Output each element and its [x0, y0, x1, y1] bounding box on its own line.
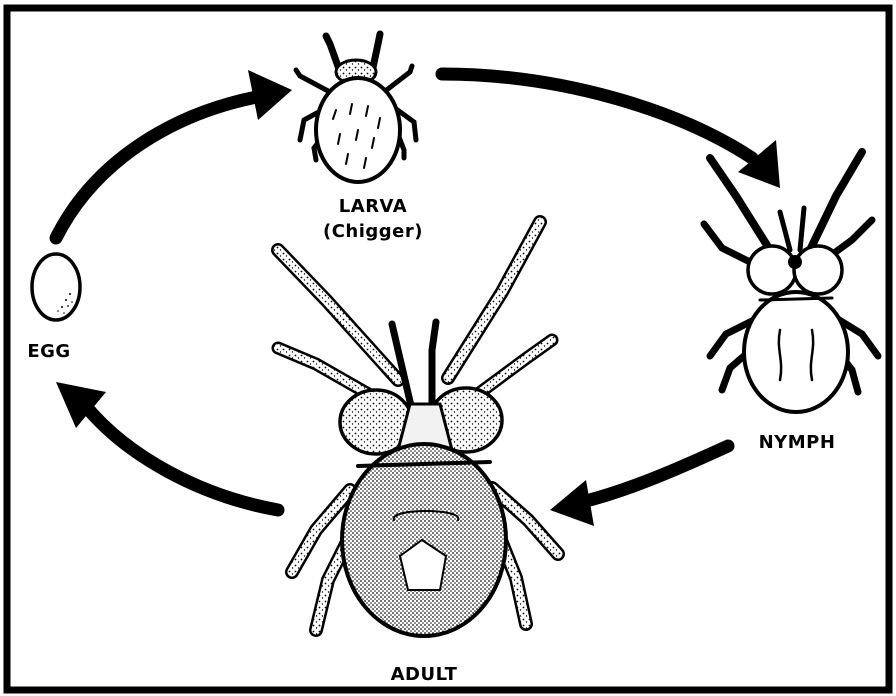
- adult-label: ADULT: [374, 664, 474, 686]
- egg-label: EGG: [14, 341, 84, 363]
- egg-illustration: [32, 254, 80, 320]
- larva-sublabel: (Chigger): [308, 221, 438, 243]
- larva-label: LARVA: [318, 196, 428, 218]
- nymph-label: NYMPH: [742, 432, 852, 454]
